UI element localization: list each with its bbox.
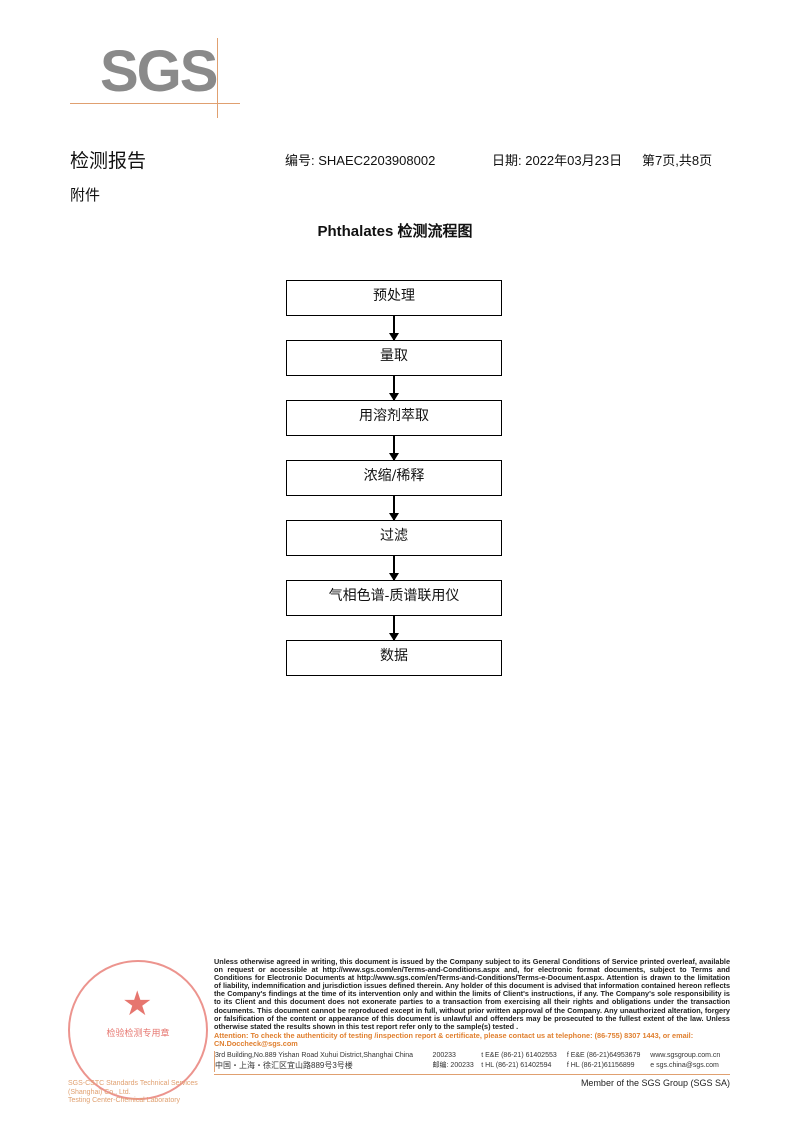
report-number: 编号: SHAEC2203908002 <box>285 153 436 168</box>
company-lab: Testing Center-Chemical Laboratory <box>68 1097 181 1104</box>
flow-arrow <box>389 376 399 401</box>
website: www.sgsgroup.com.cn <box>650 1051 721 1059</box>
contact-table: 3rd Building,No.889 Yishan Road Xuhui Di… <box>214 1050 730 1072</box>
flow-arrow <box>389 436 399 461</box>
attachment-label: 附件 <box>70 187 101 204</box>
flow-step: 数据 <box>286 640 502 676</box>
email: e sgs.china@sgs.com <box>650 1062 719 1070</box>
sgs-logo: SGS <box>100 39 218 104</box>
fax-ee: f E&E (86-21)64953679 <box>566 1051 641 1059</box>
stamp-text: 检验检测专用章 <box>106 1028 170 1038</box>
postcode-en: 200233 <box>432 1051 456 1059</box>
company-name: SGS-CSTC Standards Technical Services (S… <box>68 1080 198 1096</box>
logo-rule-v <box>217 38 218 118</box>
address-cn: 中国・上海・徐汇区宜山路889号3号楼 <box>215 1061 353 1071</box>
attention-text: Attention: To check the authenticity of … <box>214 1030 694 1048</box>
fax-hl: f HL (86-21)61156899 <box>566 1062 635 1070</box>
report-title: 检测报告 <box>70 151 147 172</box>
flow-arrow <box>389 316 399 341</box>
flow-step: 用溶剂萃取 <box>286 400 502 436</box>
flow-arrow <box>389 496 399 521</box>
flow-step: 过滤 <box>286 520 502 556</box>
flow-step: 量取 <box>286 340 502 376</box>
report-date: 日期: 2022年03月23日 <box>492 153 623 168</box>
page-number: 第7页,共8页 <box>642 153 713 168</box>
logo-rule-h <box>70 103 240 104</box>
flow-arrow <box>389 556 399 581</box>
company-stamp: ★ 检验检测专用章 <box>68 960 208 1100</box>
flow-title: Phthalates 检测流程图 <box>317 223 473 240</box>
flow-step: 浓缩/稀释 <box>286 460 502 496</box>
flow-step: 气相色谱-质谱联用仪 <box>286 580 502 616</box>
member-text: Member of the SGS Group (SGS SA) <box>580 1077 730 1088</box>
address-en: 3rd Building,No.889 Yishan Road Xuhui Di… <box>215 1051 414 1059</box>
company-block: SGS-CSTC Standards Technical Services (S… <box>68 1080 206 1106</box>
footer-rule-h <box>214 1073 730 1075</box>
footer: Unless otherwise agreed in writing, this… <box>214 957 730 1088</box>
disclaimer-text: Unless otherwise agreed in writing, this… <box>214 957 730 1031</box>
postcode-cn: 邮编: 200233 <box>432 1062 474 1070</box>
flow-arrow <box>389 616 399 641</box>
flow-step: 预处理 <box>286 280 502 316</box>
star-icon: ★ <box>122 985 153 1023</box>
tel-hl: t HL (86-21) 61402594 <box>481 1062 552 1070</box>
tel-ee: t E&E (86-21) 61402553 <box>481 1051 557 1059</box>
